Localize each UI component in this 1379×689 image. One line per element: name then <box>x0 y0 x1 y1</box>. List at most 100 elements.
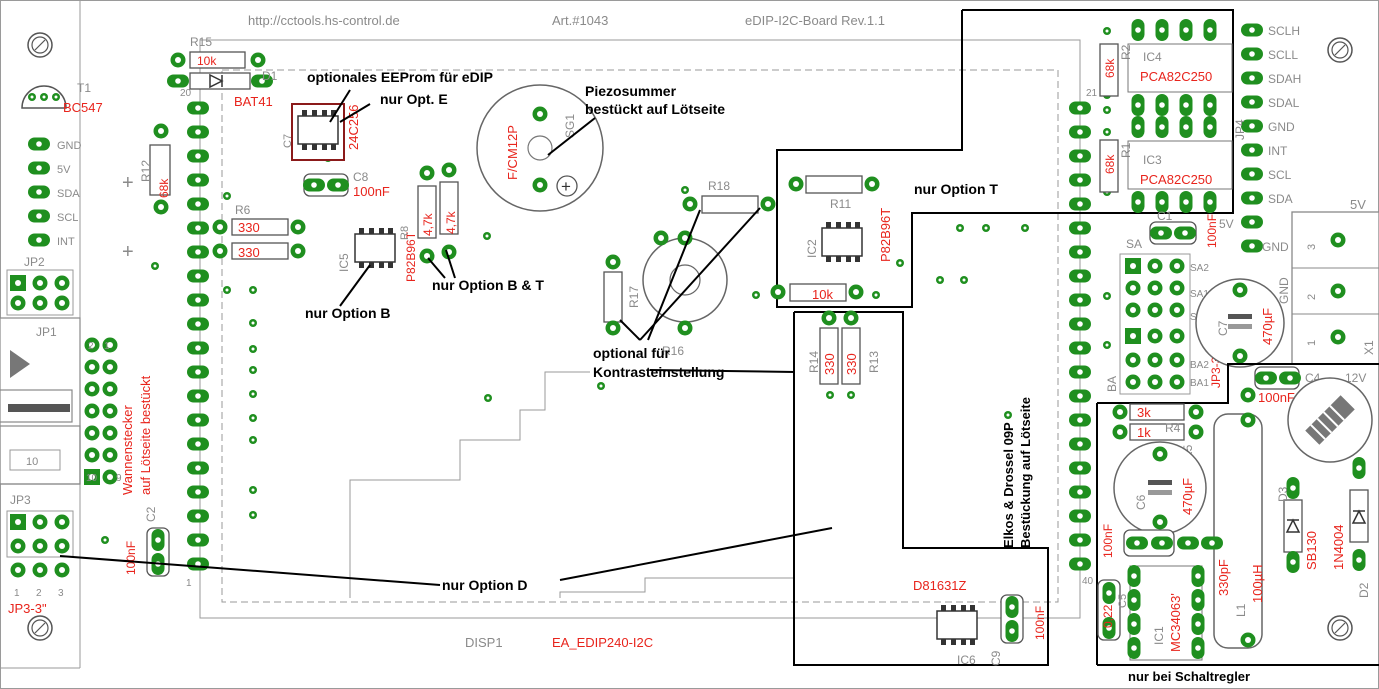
r15-name: R15 <box>190 35 212 49</box>
r12-value: 68k <box>157 178 171 198</box>
r2-value: 68k <box>1103 58 1117 78</box>
r6-name: R6 <box>235 203 251 217</box>
d1-name: D1 <box>262 69 278 83</box>
r5-value: 1k <box>1137 425 1151 440</box>
display-name: DISP1 <box>465 635 503 650</box>
ic1-name: IC1 <box>1152 626 1166 645</box>
ic5-chip <box>354 227 396 269</box>
jp1-pin: 10 <box>86 473 98 484</box>
resistor-r10 <box>789 283 847 302</box>
display-pin-40: 40 <box>1082 576 1094 587</box>
mounting-hole-icon <box>27 615 53 641</box>
x1-name: X1 <box>1362 340 1376 355</box>
r2-name: R2 <box>1119 44 1133 60</box>
ic4-body <box>1127 43 1233 93</box>
annotation-schaltregler: nur bei Schaltregler <box>1128 669 1250 684</box>
right-pin-label: SCLH <box>1268 24 1300 38</box>
c6-value: 470µF <box>1180 478 1195 515</box>
left-pin-label: SCL <box>57 212 78 224</box>
right-pin-label: SDAL <box>1268 96 1300 110</box>
r13-name: R13 <box>867 351 881 373</box>
c5-value: 0,22 <box>1101 604 1115 628</box>
ic1-body <box>1129 565 1203 661</box>
jp1-name: JP1 <box>36 325 57 339</box>
jp1-key <box>8 404 70 412</box>
display-pin-21: 21 <box>1086 88 1098 99</box>
l1-cap-value: 330pF <box>1216 559 1231 596</box>
right-pin-label: SDAH <box>1268 72 1301 86</box>
ic2-value: P82B96T <box>878 208 893 262</box>
annotation-option-t: nur Option T <box>914 181 998 197</box>
r4-value: 3k <box>1137 405 1151 420</box>
header-board: eDIP-I2C-Board Rev.1.1 <box>745 13 885 28</box>
c7b-value: 470µF <box>1260 308 1275 345</box>
c9-name: C9 <box>989 650 1003 666</box>
jumper-jp3 <box>6 510 74 558</box>
l1-value: 100µH <box>1250 564 1265 603</box>
x1-label-gnd2: GND <box>1277 277 1291 304</box>
jumper-label: BA1 <box>1190 378 1209 389</box>
r1-value: 68k <box>1103 154 1117 174</box>
mounting-hole-icon <box>1327 37 1353 63</box>
display-pin-20: 20 <box>180 88 192 99</box>
x1-value: 5V <box>1350 197 1366 212</box>
ic3-name: IC3 <box>1143 153 1162 167</box>
diode-icon <box>209 73 224 89</box>
mounting-hole-icon <box>27 32 53 58</box>
pin1-marker-icon <box>10 350 30 378</box>
r12-name: R12 <box>139 160 153 182</box>
c3-value: 100nF <box>1101 524 1115 558</box>
plus-icon: + <box>561 177 571 196</box>
x1-pin: 1 <box>1306 340 1318 346</box>
resistor-r18 <box>701 195 759 214</box>
t1-value: BC547 <box>63 100 103 115</box>
ic1-value: MC34063' <box>1168 593 1183 652</box>
jumper-label: SA2 <box>1190 263 1209 274</box>
jp1-value2: auf Lötseite bestückt <box>138 375 153 495</box>
jumper-jp2 <box>6 269 74 316</box>
jp2-name: JP2 <box>24 255 45 269</box>
ic6-chip <box>936 604 978 646</box>
piezo-pad <box>532 106 548 122</box>
piezo-center <box>527 135 553 161</box>
annotation-elkos-1: Elkos & Drossel 09P <box>1001 422 1016 548</box>
annotation-contrast-2: Kontrasteinstellung <box>593 364 724 380</box>
resistor-r6 <box>231 218 289 236</box>
header-url: http://cctools.hs-control.de <box>248 13 400 28</box>
r18-name: R18 <box>708 179 730 193</box>
x1-label-gnd: GND <box>1262 240 1289 254</box>
c9-value: 100nF <box>1033 606 1047 640</box>
diode-d1 <box>189 72 251 90</box>
ic3-value: PCA82C250 <box>1140 172 1212 187</box>
diode-d3 <box>1283 499 1303 553</box>
jumper-block-pads <box>1125 258 1185 390</box>
resistor-r7 <box>231 242 289 260</box>
jumper-label: BA2 <box>1190 360 1209 371</box>
r10-value: 10k <box>812 287 833 302</box>
jp1-pin: 9 <box>116 473 122 484</box>
annotation-contrast-1: optional für <box>593 345 671 361</box>
right-pin-label: SDA <box>1268 192 1293 206</box>
c1-value: 100nF <box>1205 214 1219 248</box>
display-pin-1: 1 <box>186 578 192 589</box>
ic6-value: D81631Z <box>913 578 967 593</box>
x1-pin: 3 <box>1306 244 1318 250</box>
annotation-opt-e: nur Opt. E <box>380 91 448 107</box>
ic6-name: IC6 <box>957 653 976 667</box>
c6-elko-plate <box>1148 480 1172 485</box>
d2-value: 1N4004 <box>1331 524 1346 570</box>
d3-value: SB130 <box>1304 531 1319 570</box>
c7-elko-plate <box>1228 314 1252 319</box>
r4-name: R4 <box>1165 421 1181 435</box>
ic4-name: IC4 <box>1143 50 1162 64</box>
resistor-r13 <box>841 327 861 385</box>
left-pin-header <box>28 137 50 247</box>
x1-pin: 2 <box>1306 294 1318 300</box>
c2-value: 100nF <box>124 541 138 575</box>
annotation-eeprom: optionales EEProm für eDIP <box>307 69 493 85</box>
c4-value: 100nF <box>1258 390 1295 405</box>
ic1-pads <box>1127 565 1205 659</box>
jumper-label: SA1 <box>1190 289 1209 300</box>
r16-name: R16 <box>662 344 684 358</box>
